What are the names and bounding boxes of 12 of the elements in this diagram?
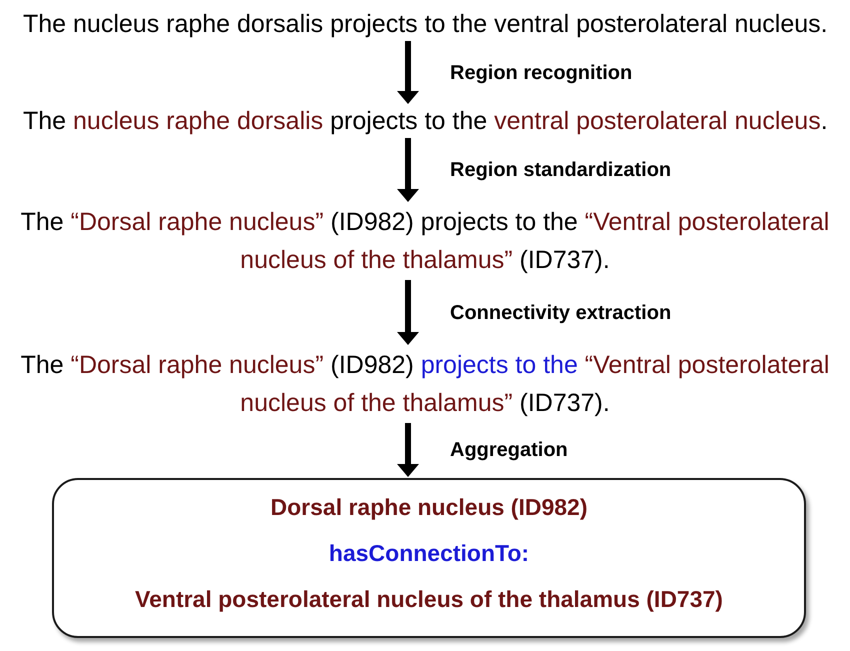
relation-name: hasConnectionTo:	[328, 538, 530, 566]
sentence-text: The “Dorsal raphe nucleus” (ID982) projects to the “Ventral posterolateral nucleus of the thalamus” (ID737).	[10, 203, 840, 279]
arrow	[397, 138, 419, 202]
result-box	[52, 478, 806, 638]
sentence-text: The “Dorsal raphe nucleus” (ID982) projects to the “Ventral posterolateral nucleus of the thalamus” (ID737).	[10, 346, 840, 422]
region-name: Ventral posterolateral nucleus of the thalamus (ID737)	[135, 584, 723, 612]
sentence-text: The nucleus raphe dorsalis projects to the ventral posterolateral nucleus.	[23, 8, 828, 40]
arrow	[397, 423, 419, 477]
region-name: Dorsal raphe nucleus (ID982)	[270, 492, 588, 520]
sentence-text: The nucleus raphe dorsalis projects to the ventral posterolateral nucleus.	[23, 105, 828, 137]
arrow	[397, 41, 419, 104]
arrow	[397, 280, 419, 345]
